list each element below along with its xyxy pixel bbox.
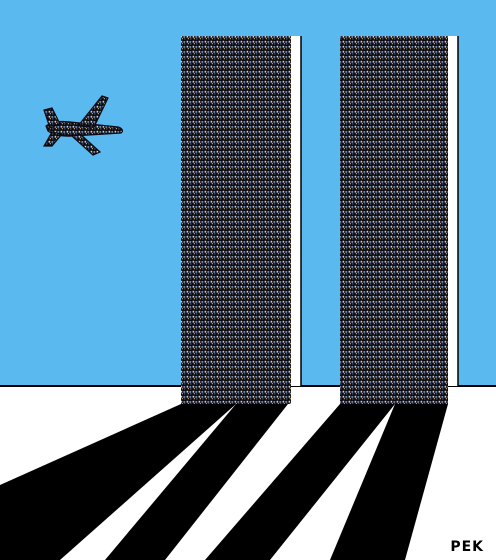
- airplane-icon: [42, 95, 124, 156]
- right-tower: [340, 36, 448, 404]
- left-tower: [181, 36, 291, 404]
- artist-signature: PEK: [450, 539, 484, 555]
- right-tower-edge: [448, 36, 458, 386]
- right-tower-shadow-1: [205, 404, 395, 560]
- right-tower-shadow-2: [330, 404, 448, 560]
- left-tower-edge: [291, 36, 301, 386]
- left-tower-shadow-1: [0, 404, 236, 560]
- left-tower-shadow-2: [105, 404, 288, 560]
